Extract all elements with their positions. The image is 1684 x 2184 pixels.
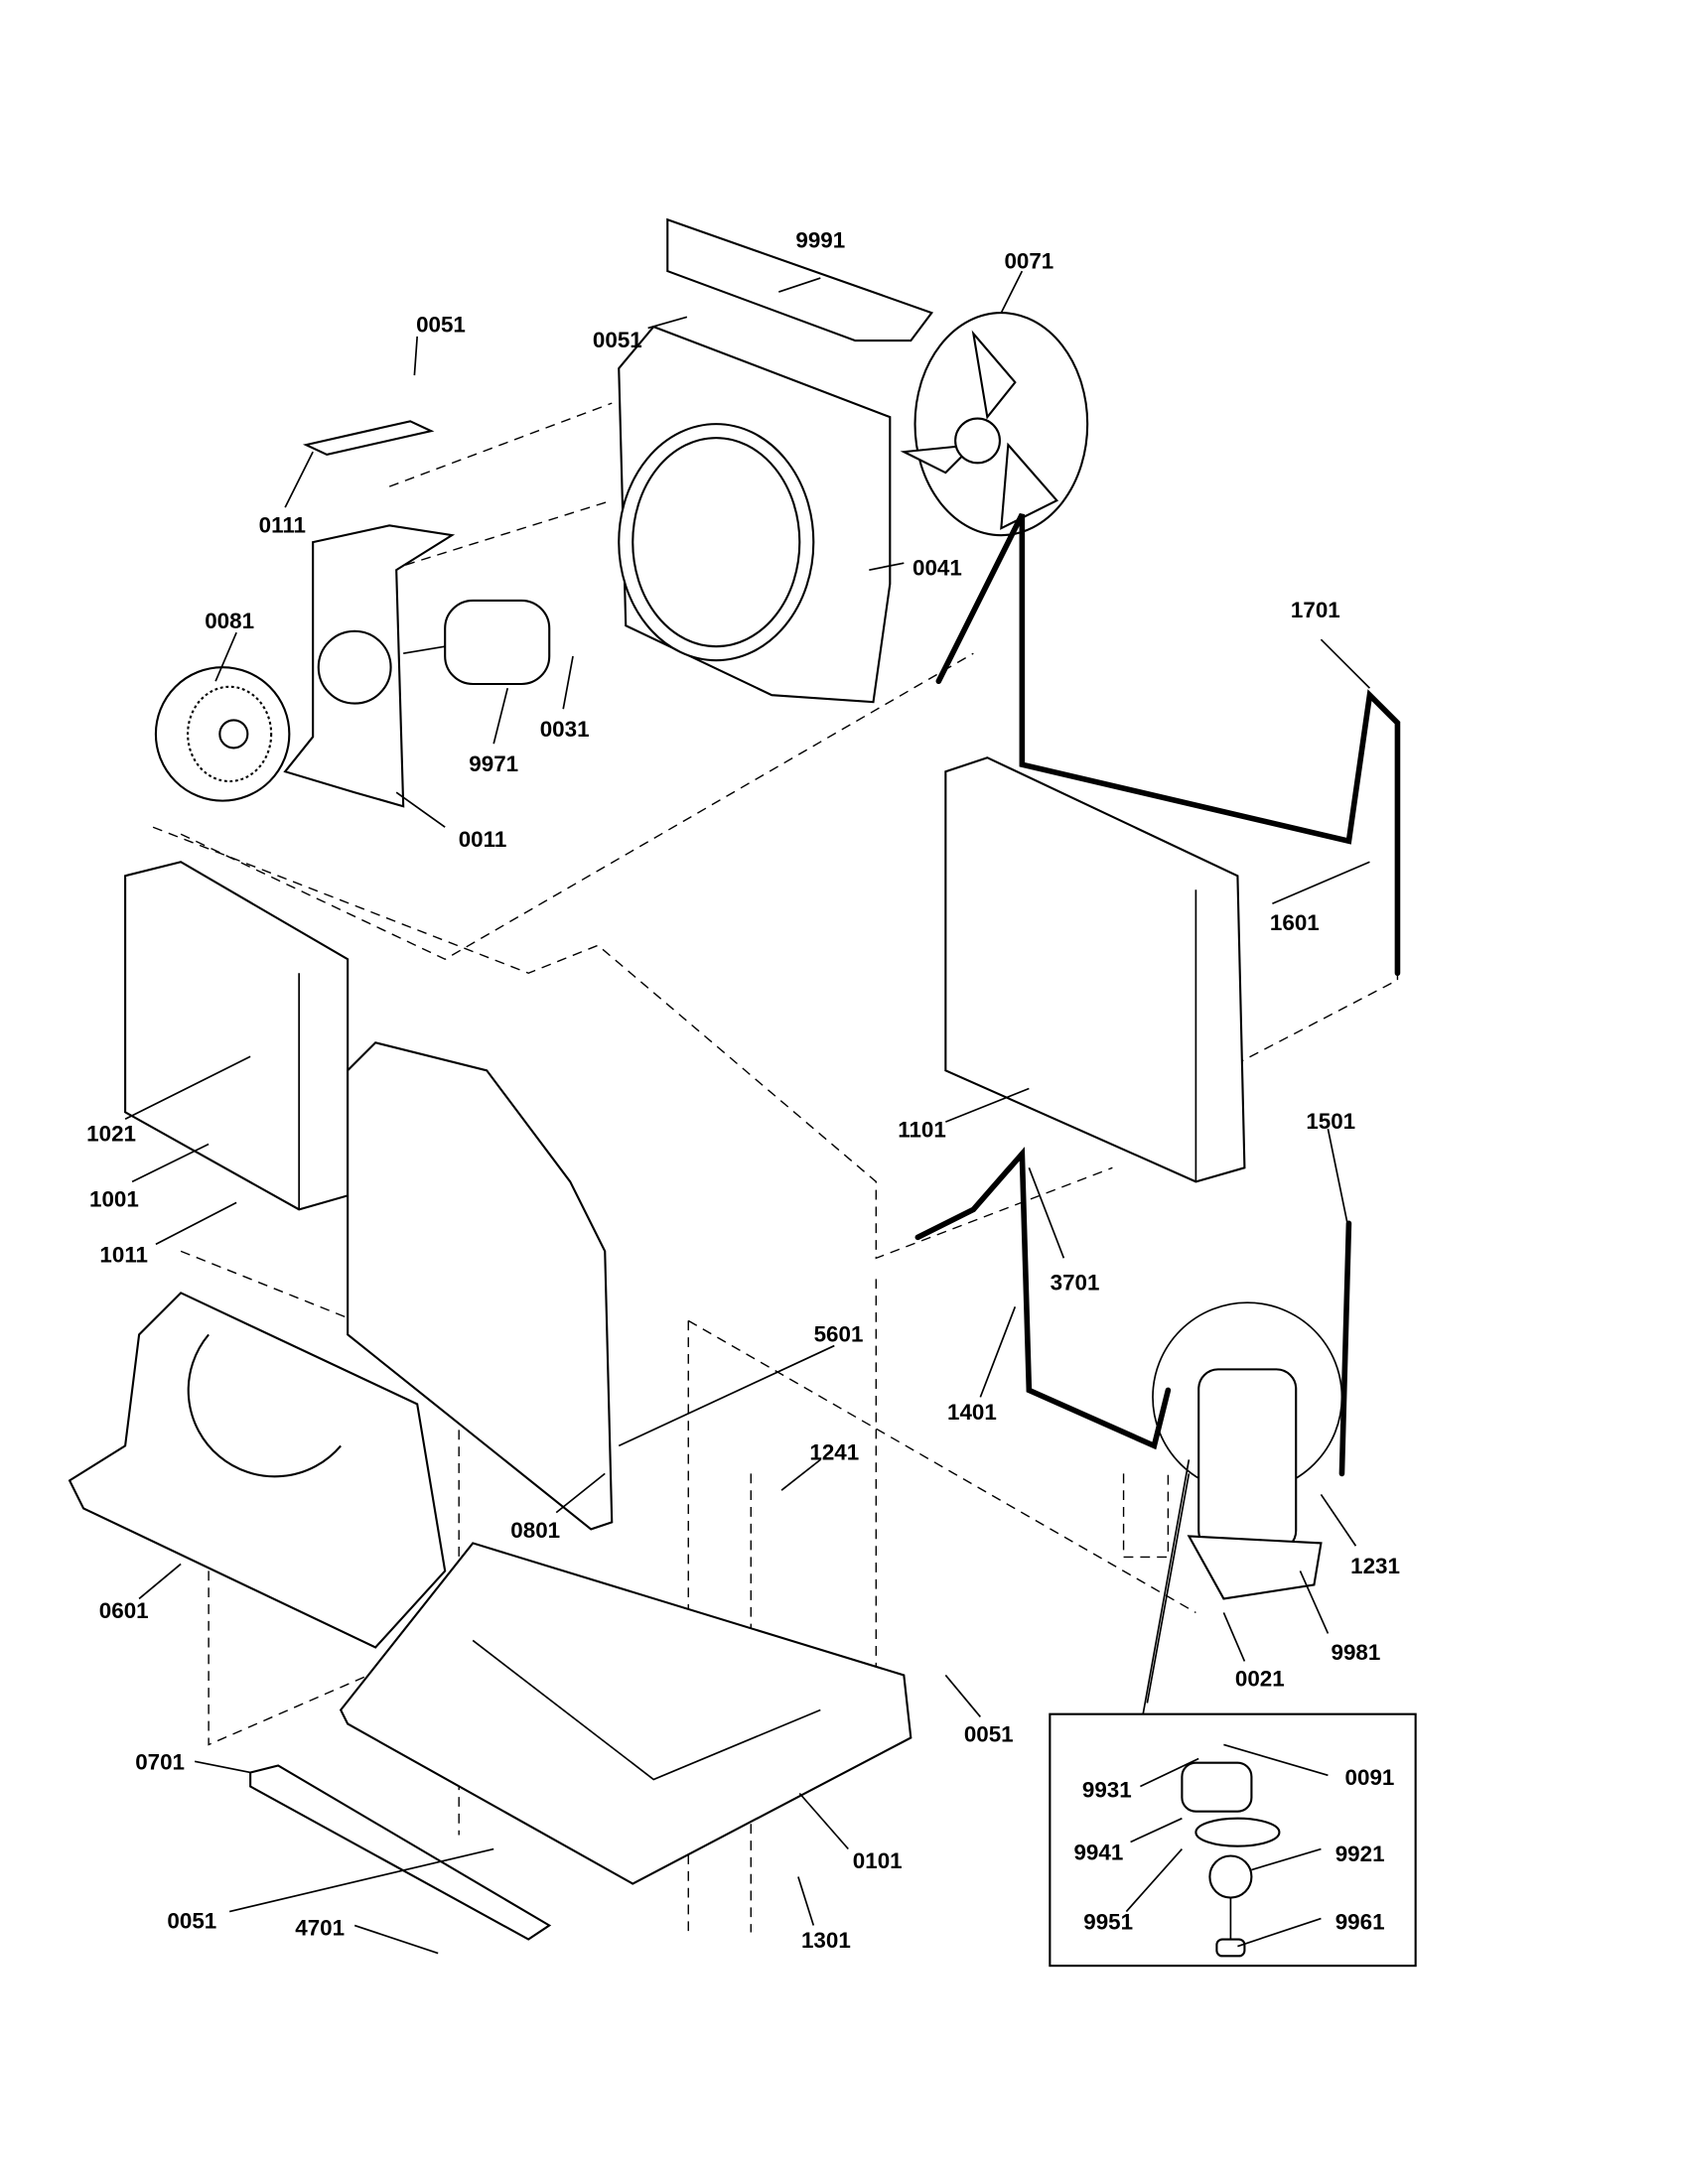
top-cover [666, 217, 934, 342]
mounting-rail [249, 1764, 552, 1941]
callout-1231: 1231 [1350, 1554, 1400, 1578]
callout-3701: 3701 [1051, 1271, 1100, 1296]
callout-0601: 0601 [99, 1598, 149, 1623]
callout-1001: 1001 [89, 1187, 139, 1212]
callout-9931: 9931 [1082, 1778, 1132, 1803]
callout-0071: 0071 [1004, 248, 1053, 273]
callout-0101: 0101 [853, 1848, 903, 1873]
partition-panel [347, 1041, 614, 1531]
evaporator-coil [124, 861, 350, 1211]
callout-0091: 0091 [1345, 1765, 1395, 1790]
callout-1701: 1701 [1291, 598, 1340, 622]
base-pan [68, 1292, 447, 1649]
callout-0051: 0051 [167, 1908, 216, 1933]
part-callouts: 9991 0071 0051 0051 0111 0041 1701 0081 … [86, 227, 1400, 1953]
fan-motor [403, 599, 551, 686]
callout-1101: 1101 [898, 1118, 946, 1143]
cover-plate [302, 420, 435, 457]
compressor [1152, 1301, 1343, 1600]
callout-0701: 0701 [135, 1750, 185, 1775]
callout-9961: 9961 [1335, 1910, 1385, 1935]
callout-0801: 0801 [510, 1518, 560, 1543]
callout-1021: 1021 [86, 1122, 136, 1147]
leader-lines [124, 270, 1371, 1955]
callout-1011: 1011 [99, 1243, 148, 1268]
callout-0031: 0031 [540, 717, 590, 742]
callout-9951: 9951 [1083, 1910, 1133, 1935]
callout-4701: 4701 [295, 1915, 345, 1940]
callout-9981: 9981 [1332, 1640, 1381, 1665]
callout-0081: 0081 [205, 609, 254, 633]
callout-0051: 0051 [964, 1722, 1014, 1747]
callout-0011: 0011 [459, 827, 507, 852]
callout-0051: 0051 [593, 328, 642, 352]
callout-9991: 9991 [795, 227, 845, 252]
callout-0111: 0111 [259, 512, 306, 537]
callout-9941: 9941 [1073, 1841, 1123, 1865]
callout-1241: 1241 [809, 1439, 859, 1464]
assembly-guide-lines [152, 402, 1399, 1933]
blower-wheel [154, 666, 291, 802]
callout-1501: 1501 [1306, 1109, 1355, 1134]
condenser-shroud [618, 325, 892, 704]
condenser-coil [944, 756, 1246, 1183]
callout-1301: 1301 [801, 1928, 851, 1953]
condenser-fan [900, 312, 1089, 537]
callout-5601: 5601 [814, 1321, 864, 1346]
compressor-detail-inset [1049, 1459, 1417, 1968]
inset-callouts: 9931 0091 9941 9921 9951 9961 [1073, 1765, 1394, 1935]
callout-0051: 0051 [416, 313, 466, 338]
callout-9921: 9921 [1335, 1842, 1385, 1866]
callout-1401: 1401 [947, 1400, 997, 1425]
callout-0021: 0021 [1235, 1667, 1285, 1692]
callout-1601: 1601 [1270, 910, 1320, 935]
callout-0041: 0041 [912, 556, 962, 581]
chassis-base [339, 1542, 912, 1885]
refrigerant-tubing [914, 512, 1401, 1477]
callout-9971: 9971 [469, 751, 518, 776]
